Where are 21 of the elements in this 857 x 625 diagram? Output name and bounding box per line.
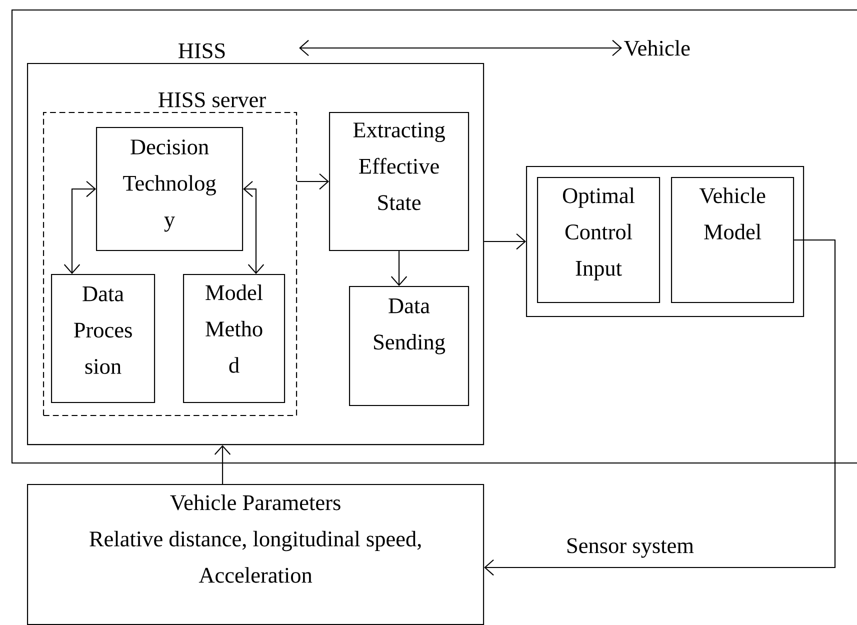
- arrow: [484, 239, 836, 576]
- box-heading: HISS: [178, 43, 225, 58]
- input-box: Vehicle Parameters Relative distance, longitudinal speed, Acceleration: [27, 484, 484, 625]
- box-heading: HISS server: [158, 92, 266, 108]
- process-box: Decision Technolog y: [96, 127, 244, 252]
- arrow: [243, 180, 264, 274]
- arrow: [214, 445, 231, 484]
- process-box: Extracting Effective State: [329, 112, 470, 252]
- process-box: Data Proces sion: [51, 274, 156, 404]
- label-text: Vehicle: [624, 40, 690, 56]
- arrow: [64, 180, 96, 274]
- arrow: [299, 40, 622, 56]
- edge-label: Sensor system: [568, 538, 694, 558]
- arrow: [390, 251, 408, 286]
- arrow: [484, 233, 526, 250]
- process-box: Model Metho d: [183, 274, 286, 404]
- process-box: Optimal Control Input: [537, 177, 660, 304]
- process-box: Vehicle Model: [671, 177, 794, 304]
- arrow: [297, 173, 329, 190]
- process-box: Data Sending: [349, 286, 470, 406]
- container-box: [526, 166, 804, 318]
